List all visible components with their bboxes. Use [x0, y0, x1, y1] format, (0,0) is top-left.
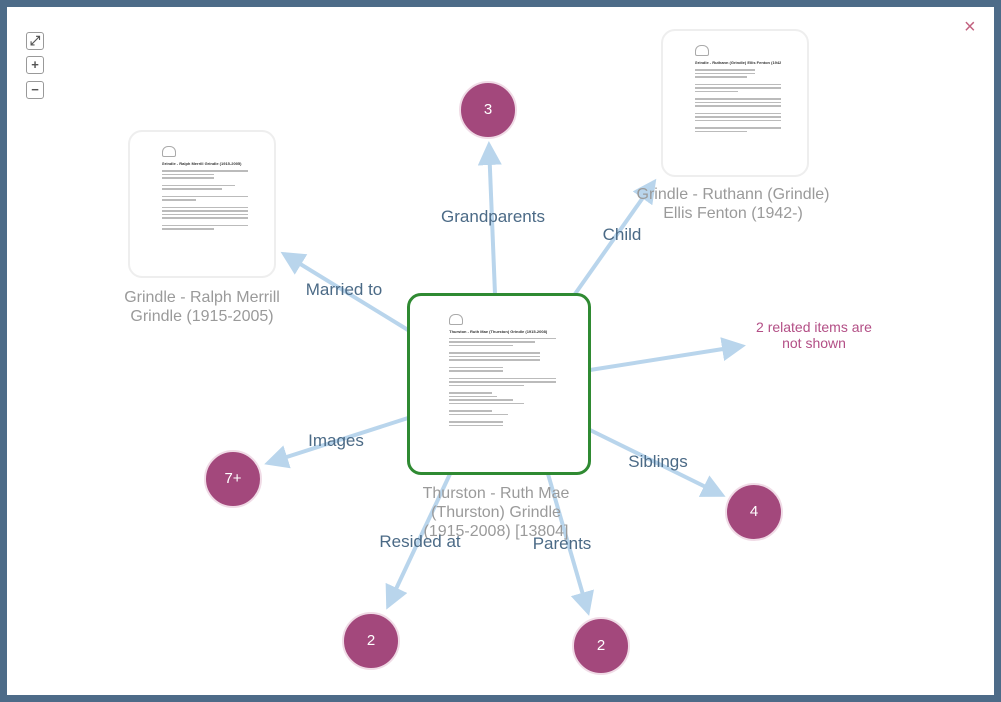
edge-images — [264, 416, 409, 469]
document-thumbnail: Thurston - Ruth Mae (Thurston) Grindle (… — [449, 313, 556, 429]
caption-line: Ellis Fenton (1942-) — [663, 205, 803, 222]
focus-node-caption: Thurston - Ruth Mae (Thurston) Grindle (… — [423, 484, 570, 541]
minus-icon: − — [31, 82, 39, 97]
edge-label-married-to: Married to — [305, 280, 383, 299]
edge-label-images: Images — [308, 431, 364, 450]
caption-line: Grindle (1915-2005) — [130, 308, 274, 325]
edge-child — [573, 178, 657, 296]
biography-logo-icon — [161, 146, 176, 158]
grandparents-count-node[interactable]: 3 — [459, 81, 517, 139]
edge-resided-at — [385, 473, 452, 610]
biography-logo-icon — [449, 313, 464, 325]
caption-line: (1915-2008) [13804] — [423, 523, 569, 540]
child-node-caption: Grindle - Ruthann (Grindle) Ellis Fenton… — [637, 185, 830, 223]
edge-label-parents: Parents — [532, 534, 592, 553]
biography-logo-icon — [694, 45, 709, 57]
edge-parents — [546, 473, 594, 616]
child-node-card[interactable]: Grindle - Ruthann (Grindle) Ellis Fenton… — [661, 29, 809, 177]
close-button[interactable]: × — [964, 16, 976, 39]
caption-line: Grindle - Ruthann (Grindle) — [636, 186, 830, 203]
document-thumbnail: Grindle - Ralph Merrill Grindle (1915-20… — [161, 146, 249, 232]
parents-count-node[interactable]: 2 — [572, 617, 630, 675]
edge-label-siblings: Siblings — [628, 452, 688, 471]
focus-node-card[interactable]: Thurston - Ruth Mae (Thurston) Grindle (… — [407, 293, 591, 475]
expand-icon: ⤢ — [29, 33, 41, 48]
plus-icon: + — [31, 57, 39, 72]
edge-label-grandparents: Grandparents — [441, 207, 545, 226]
doc-title: Thurston - Ruth Mae (Thurston) Grindle (… — [449, 328, 548, 334]
edge-label-child: Child — [602, 225, 642, 244]
caption-line: Grindle - Ralph Merrill — [124, 289, 280, 306]
siblings-count-node[interactable]: 4 — [725, 483, 783, 541]
edge-hidden — [589, 337, 746, 372]
document-thumbnail: Grindle - Ruthann (Grindle) Ellis Fenton… — [694, 45, 782, 134]
doc-title: Grindle - Ralph Merrill Grindle (1915-20… — [161, 161, 242, 167]
resided-at-count-node[interactable]: 2 — [342, 612, 400, 670]
caption-line: (Thurston) Grindle — [431, 504, 561, 521]
zoom-in-button[interactable]: + — [26, 56, 44, 74]
edge-siblings — [589, 428, 726, 497]
zoom-out-button[interactable]: − — [26, 81, 44, 99]
edge-married-to — [280, 251, 410, 332]
fit-view-button[interactable]: ⤢ — [26, 32, 44, 50]
images-count-node[interactable]: 7+ — [204, 450, 262, 508]
caption-line: Thurston - Ruth Mae — [422, 485, 570, 502]
spouse-node-card[interactable]: Grindle - Ralph Merrill Grindle (1915-20… — [128, 130, 276, 278]
spouse-node-caption: Grindle - Ralph Merrill Grindle (1915-20… — [124, 288, 280, 326]
note-line: not shown — [782, 335, 846, 351]
note-line: 2 related items are — [756, 319, 872, 335]
doc-title: Grindle - Ruthann (Grindle) Ellis Fenton… — [694, 60, 781, 66]
edge-grandparents — [477, 141, 502, 295]
edge-label-resided-at: Resided at — [379, 532, 461, 551]
hidden-items-note[interactable]: 2 related items are not shown — [756, 319, 872, 351]
close-icon: × — [964, 16, 976, 38]
